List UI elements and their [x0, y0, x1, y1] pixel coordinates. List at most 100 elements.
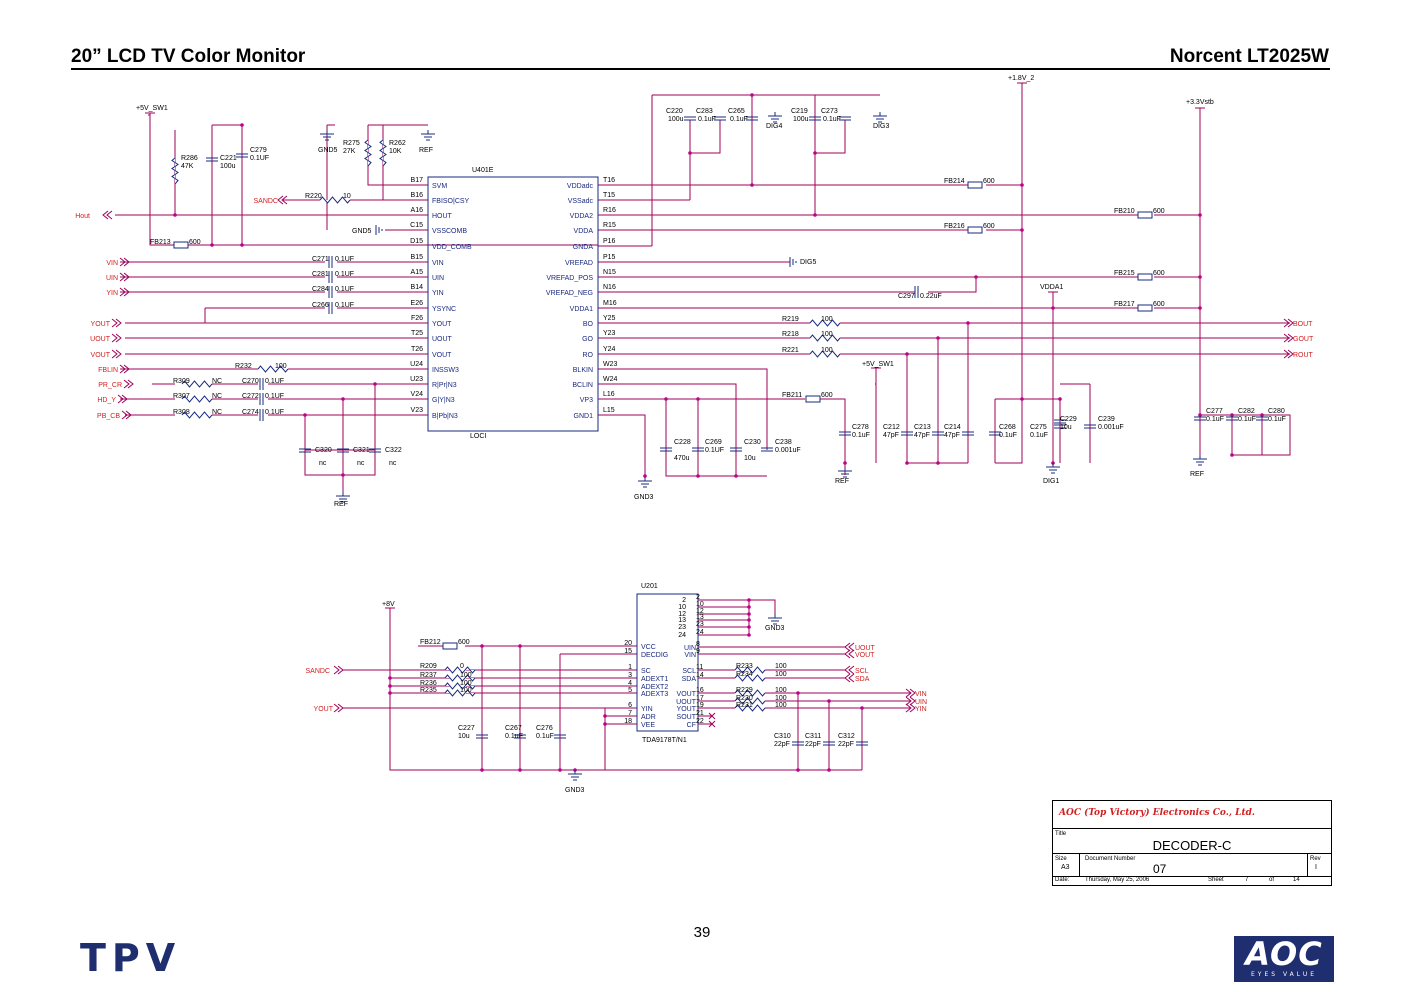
schematic-label: C265 [728, 108, 745, 115]
u401e-pin-name: VP3 [580, 397, 593, 404]
u401e-pin-number: Y25 [603, 315, 616, 322]
net-arrow [844, 665, 855, 675]
net-label: SCL [855, 668, 869, 675]
schematic-label: C277 [1206, 408, 1223, 415]
schematic-label: 100 [775, 663, 787, 670]
net-label: SANDC [305, 668, 330, 675]
schematic-label: 47pF [914, 432, 930, 439]
schematic-label: 27K [343, 148, 356, 155]
of-value: 14 [1293, 877, 1300, 883]
schematic-label: R233 [736, 663, 753, 670]
ic-symbols [427, 176, 699, 732]
ground-symbol [375, 225, 383, 235]
u401e-pin-name: B|Pb|N3 [432, 413, 458, 420]
u401e-pin-number: U24 [410, 361, 423, 368]
u401e-pin-name: VSSCOMB [432, 228, 467, 235]
aoc-logo: AOC EYES VALUE [1234, 936, 1334, 982]
date-label: Date: [1055, 877, 1070, 883]
resistor-symbol [181, 395, 213, 403]
schematic-label: 100 [775, 702, 787, 709]
u201-pin-number: 3 [628, 672, 632, 679]
ground-symbol [421, 130, 435, 141]
schematic-label: NC [212, 393, 222, 400]
u401e-pin-name: VDDA1 [570, 306, 593, 313]
u201-pin-number: 12 [678, 611, 686, 618]
u401e-pin-name: RO [583, 352, 594, 359]
u201-pin-number: 4 [628, 680, 632, 687]
title-block: AOC (Top Victory) Electronics Co., Ltd. … [1052, 800, 1332, 886]
u401e-pin-number: T26 [411, 346, 423, 353]
title-block-company: AOC (Top Victory) Electronics Co., Ltd. [1053, 801, 1331, 829]
schematic-label: 100 [275, 363, 287, 370]
resistor-symbol [181, 380, 213, 388]
schematic-label: C212 [883, 424, 900, 431]
schematic-label: 100u [220, 163, 236, 170]
u401e-pin-number: A15 [411, 269, 424, 276]
schematic-label: C269 [705, 439, 722, 446]
ground-symbol [768, 112, 782, 123]
schematic-label: 0.1uF [1238, 416, 1256, 423]
net-label: UOUT [90, 336, 111, 343]
ground-label: DIG1 [1043, 478, 1059, 485]
net-label: VOUT [855, 652, 875, 659]
u401e-pin-name: UIN [432, 275, 444, 282]
u201-pin-number: 21 [696, 710, 704, 717]
schematic-label: C238 [775, 439, 792, 446]
schematic-label: 47pF [883, 432, 899, 439]
schematic-label: 0.1uF [852, 432, 870, 439]
power-symbol [1017, 82, 1027, 89]
u401e-pin-name: G|Y|N3 [432, 397, 455, 404]
net-label: BOUT [1293, 321, 1313, 328]
schematic-label: 0.1uF [999, 432, 1017, 439]
divider [1079, 854, 1080, 876]
schematic-label: C275 [1030, 424, 1047, 431]
ferrite-bead-symbol [967, 181, 983, 189]
schematic-label: FB212 [420, 639, 441, 646]
schematic-label: C310 [774, 733, 791, 740]
resistor-symbol [444, 666, 476, 674]
schematic-label: C239 [1098, 416, 1115, 423]
u201-pin-name: UIN [684, 645, 696, 652]
schematic-label: R218 [782, 331, 799, 338]
schematic-label: C283 [696, 108, 713, 115]
tpv-logo: TPV [80, 936, 182, 980]
u201-pin-number: 13 [678, 617, 686, 624]
net-arrow [119, 272, 130, 282]
schematic-label: R308 [173, 409, 190, 416]
u401e-pin-number: B14 [411, 284, 424, 291]
resistor-symbol [364, 139, 372, 167]
u201-pin-number: 18 [624, 718, 632, 725]
u201-pin-number: 13 [696, 614, 704, 621]
u201-pin-name: SCL [682, 668, 696, 675]
net-label: UIN [915, 699, 927, 706]
doc-number-label: Document Number [1085, 856, 1136, 862]
u401e-pin-name: YSYNC [432, 306, 456, 313]
schematic-label: 600 [983, 223, 995, 230]
schematic-label: 100 [460, 672, 472, 679]
ground-label: GND3 [765, 625, 785, 632]
schematic-label: R219 [782, 316, 799, 323]
ground-label: REF [334, 501, 348, 508]
u401e-label: LOCI [470, 433, 486, 440]
u201-pin-number: 1 [628, 664, 632, 671]
schematic-label: C311 [805, 733, 821, 740]
u401e-pin-name: FBISO|CSY [432, 198, 470, 205]
net-arrow [123, 379, 134, 389]
u201-pin-name: CF [687, 722, 696, 729]
ground-symbol [336, 492, 350, 503]
u201-part-number: TDA9178T/N1 [642, 737, 687, 744]
schematic-label: 600 [983, 178, 995, 185]
power-label: +8V [382, 601, 395, 608]
resistor-symbol [379, 139, 387, 167]
power-symbol [385, 607, 395, 614]
schematic-label: 100 [821, 316, 833, 323]
u201-pin-name: YOUT [677, 706, 697, 713]
u401e-pin-name: VREFAD_NEG [546, 290, 593, 297]
u201-pin-number: 23 [678, 624, 686, 631]
resistor-symbol [257, 365, 289, 373]
schematic-label: R221 [782, 347, 799, 354]
schematic-label: 100 [821, 347, 833, 354]
net-arrow [277, 195, 288, 205]
u201-pin-number: 16 [696, 687, 704, 694]
net-label: UIN [106, 275, 118, 282]
